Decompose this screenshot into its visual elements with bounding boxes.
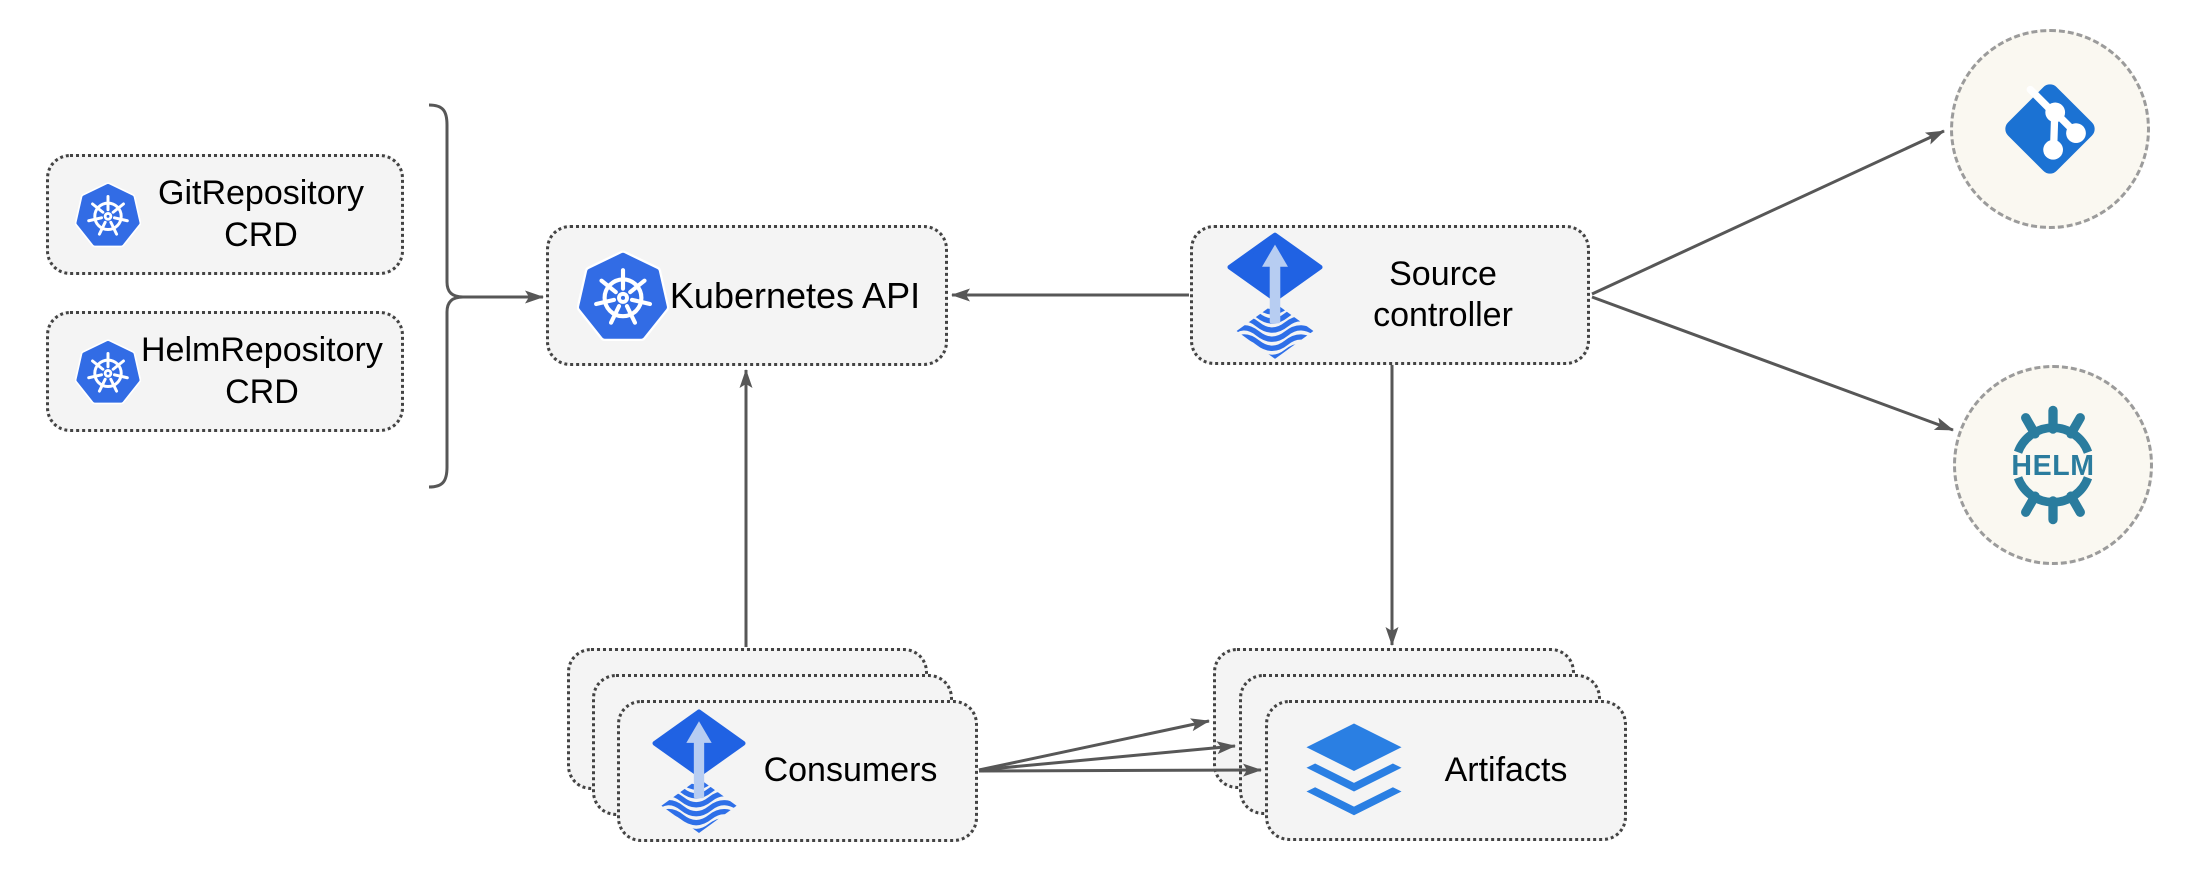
node-label: Consumers: [746, 750, 955, 791]
node-artifacts: Artifacts: [1265, 700, 1627, 841]
crd-grouping-bracket: [428, 103, 464, 489]
flux-icon: [1227, 232, 1323, 359]
node-label-line: CRD: [224, 215, 298, 254]
helm-icon: HELM: [1991, 403, 2115, 527]
kubernetes-icon: [75, 339, 141, 405]
node-source-controller: Source controller: [1190, 225, 1590, 365]
node-gitrepository-crd: GitRepository CRD: [46, 154, 404, 275]
node-label: Artifacts: [1408, 750, 1604, 791]
node-helmrepository-crd: HelmRepository CRD: [46, 311, 404, 432]
node-label: Source controller: [1323, 254, 1563, 337]
node-label-line: HelmRepository: [141, 331, 383, 370]
node-label: Kubernetes API: [669, 274, 921, 318]
git-icon: [1998, 77, 2102, 181]
node-label: GitRepository CRD: [141, 173, 381, 256]
edge-source-controller-to-helm: [1591, 295, 1954, 432]
node-label-line: Consumers: [763, 751, 938, 790]
kubernetes-icon: [577, 250, 669, 342]
node-label-line: GitRepository: [158, 174, 364, 213]
node-label-line: CRD: [225, 372, 299, 411]
node-label: HelmRepository CRD: [141, 330, 383, 413]
node-label-line: Kubernetes API: [669, 274, 921, 316]
node-label-line: controller: [1373, 296, 1513, 334]
flux-icon: [652, 709, 746, 833]
node-git-repo: [1950, 29, 2150, 229]
edge-consumers-to-artifacts-1: [978, 718, 1210, 772]
node-consumers: Consumers: [617, 700, 978, 842]
node-helm-repo: HELM: [1953, 365, 2153, 565]
node-label-line: Artifacts: [1444, 750, 1568, 789]
layers-icon: [1300, 717, 1408, 825]
edge-consumers-to-artifacts-2: [978, 741, 1236, 772]
helm-logo-text: HELM: [2011, 450, 2094, 482]
node-kubernetes-api: Kubernetes API: [546, 225, 948, 366]
node-label-line: Source: [1389, 254, 1497, 293]
kubernetes-icon: [75, 182, 141, 248]
edge-source-controller-to-git: [1591, 129, 1945, 296]
